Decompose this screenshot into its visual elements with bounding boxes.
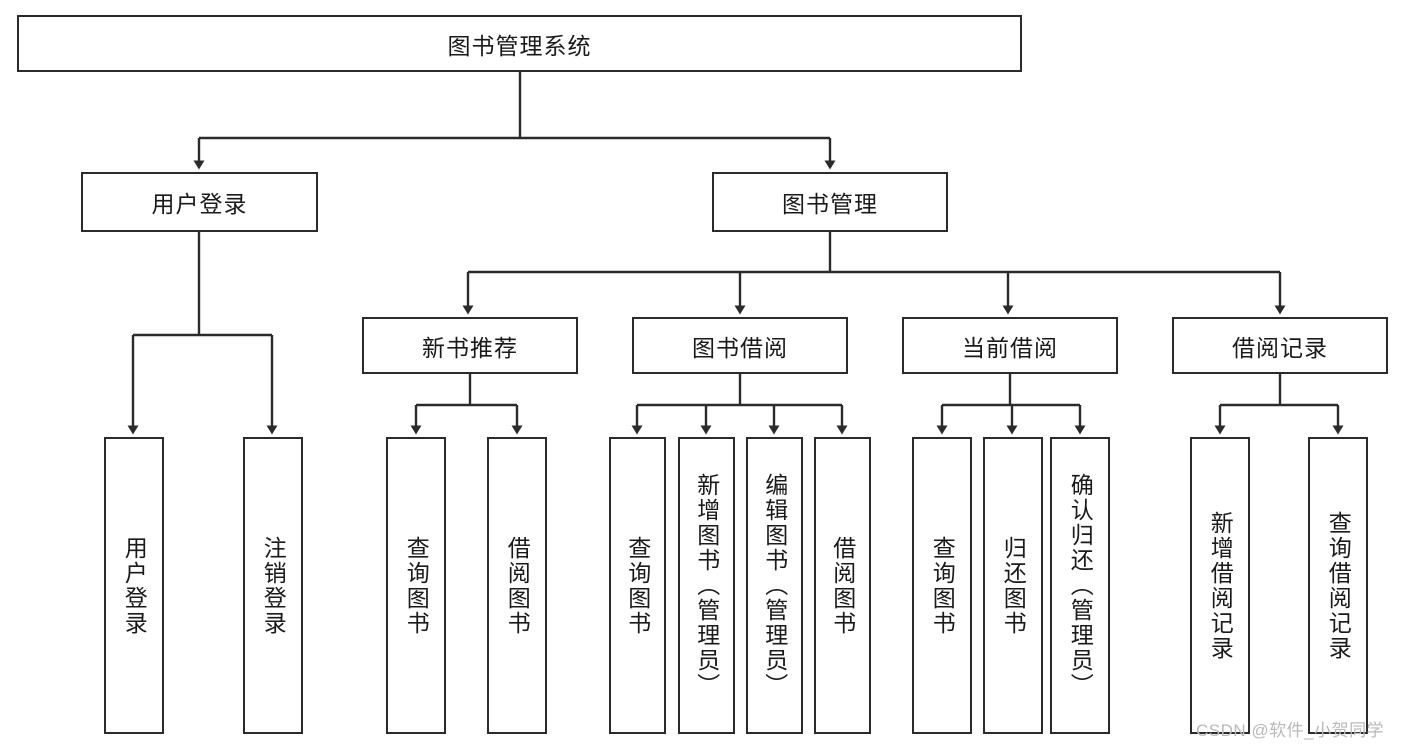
leaf-query-book-rec-label: 查询图书 xyxy=(403,535,430,636)
leaf-confirm-return-admin-label: 确认归还（管理员） xyxy=(1067,473,1094,698)
leaf-borrow-book[interactable]: 借阅图书 xyxy=(814,437,871,734)
leaf-user-login-label: 用户登录 xyxy=(121,535,148,636)
leaf-edit-book-admin-label: 编辑图书（管理员） xyxy=(761,473,788,698)
node-root[interactable]: 图书管理系统 xyxy=(17,15,1022,72)
node-book-manage[interactable]: 图书管理 xyxy=(712,172,948,232)
leaf-query-borrow-record-label: 查询借阅记录 xyxy=(1325,510,1352,661)
leaf-user-logout-label: 注销登录 xyxy=(260,535,287,636)
leaf-borrow-book-rec-label: 借阅图书 xyxy=(504,535,531,636)
leaf-user-logout[interactable]: 注销登录 xyxy=(243,437,303,734)
node-borrow-record[interactable]: 借阅记录 xyxy=(1172,317,1388,374)
leaf-confirm-return-admin[interactable]: 确认归还（管理员） xyxy=(1050,437,1110,734)
node-new-book-rec-label: 新书推荐 xyxy=(422,334,518,361)
leaf-borrow-book-label: 借阅图书 xyxy=(829,535,856,636)
node-root-label: 图书管理系统 xyxy=(447,32,592,59)
leaf-add-borrow-record[interactable]: 新增借阅记录 xyxy=(1190,437,1250,734)
leaf-query-borrow-record[interactable]: 查询借阅记录 xyxy=(1308,437,1368,734)
leaf-user-login[interactable]: 用户登录 xyxy=(104,437,164,734)
leaf-query-book-borrow-label: 查询图书 xyxy=(624,535,651,636)
leaf-query-book-cur-label: 查询图书 xyxy=(929,535,956,636)
node-book-borrow[interactable]: 图书借阅 xyxy=(632,317,848,374)
leaf-return-book[interactable]: 归还图书 xyxy=(983,437,1043,734)
node-current-borrow-label: 当前借阅 xyxy=(962,334,1058,361)
csdn-watermark: CSDN @软件_小贺同学 xyxy=(1196,721,1385,740)
leaf-add-borrow-record-label: 新增借阅记录 xyxy=(1207,510,1234,661)
leaf-query-book-borrow[interactable]: 查询图书 xyxy=(609,437,666,734)
node-current-borrow[interactable]: 当前借阅 xyxy=(902,317,1118,374)
leaf-query-book-cur[interactable]: 查询图书 xyxy=(912,437,972,734)
node-book-manage-label: 图书管理 xyxy=(782,191,878,217)
leaf-return-book-label: 归还图书 xyxy=(1000,535,1027,636)
leaf-edit-book-admin[interactable]: 编辑图书（管理员） xyxy=(746,437,803,734)
leaf-borrow-book-rec[interactable]: 借阅图书 xyxy=(487,437,547,734)
leaf-query-book-rec[interactable]: 查询图书 xyxy=(386,437,446,734)
node-user-login[interactable]: 用户登录 xyxy=(81,172,318,232)
node-new-book-rec[interactable]: 新书推荐 xyxy=(362,317,578,374)
leaf-add-book-admin[interactable]: 新增图书（管理员） xyxy=(678,437,735,734)
leaf-add-book-admin-label: 新增图书（管理员） xyxy=(693,473,720,698)
node-book-borrow-label: 图书借阅 xyxy=(692,334,788,361)
node-user-login-label: 用户登录 xyxy=(151,191,248,217)
node-borrow-record-label: 借阅记录 xyxy=(1232,334,1328,361)
